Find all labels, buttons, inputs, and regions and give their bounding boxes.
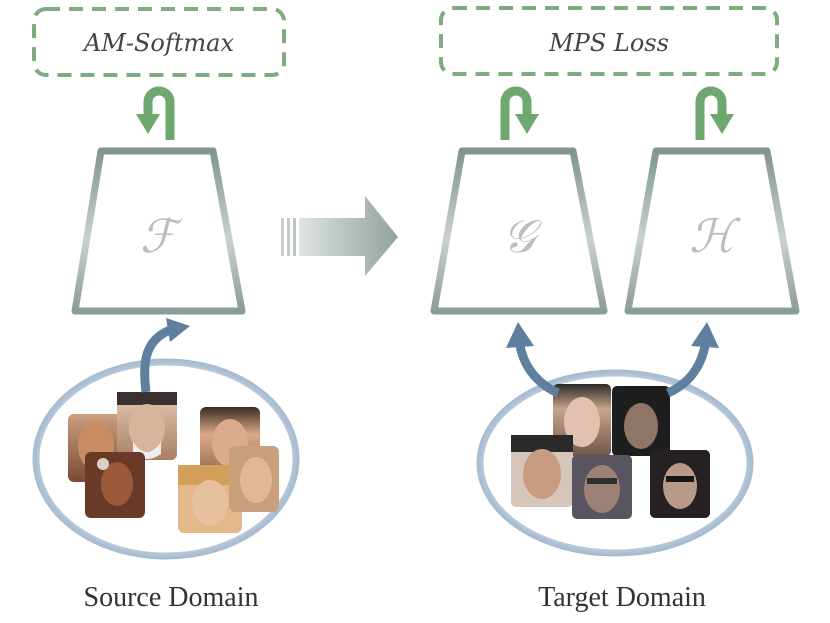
target-domain-label: Target Domain bbox=[538, 582, 706, 613]
encoder-g: 𝒢 bbox=[430, 147, 608, 315]
source-face-2 bbox=[117, 392, 177, 460]
source-loss-arrow bbox=[136, 86, 175, 140]
source-loss-box: AM-Softmax bbox=[32, 7, 286, 77]
target-loss-arrow-h bbox=[695, 86, 734, 140]
encoder-f: ℱ bbox=[71, 147, 246, 315]
input-arrow-g bbox=[506, 322, 560, 398]
target-domain-set bbox=[476, 369, 754, 557]
transfer-arrow bbox=[281, 196, 398, 276]
target-face-4 bbox=[572, 455, 632, 519]
source-face-4 bbox=[85, 452, 145, 518]
input-arrow-f bbox=[140, 318, 190, 393]
target-face-5 bbox=[650, 450, 710, 518]
source-face-5 bbox=[178, 465, 242, 533]
input-arrow-h bbox=[666, 322, 719, 398]
source-domain-set bbox=[32, 358, 300, 560]
target-face-2 bbox=[612, 386, 670, 456]
source-face-6 bbox=[229, 446, 279, 512]
encoder-h-label: ℋ bbox=[689, 209, 741, 263]
source-loss-label: AM-Softmax bbox=[82, 29, 235, 57]
encoder-h: ℋ bbox=[624, 147, 800, 315]
target-face-3 bbox=[511, 435, 573, 507]
target-loss-box: MPS Loss bbox=[439, 6, 779, 76]
target-loss-arrow-g bbox=[500, 86, 539, 140]
target-loss-label: MPS Loss bbox=[548, 29, 669, 57]
source-domain-label: Source Domain bbox=[84, 582, 259, 613]
